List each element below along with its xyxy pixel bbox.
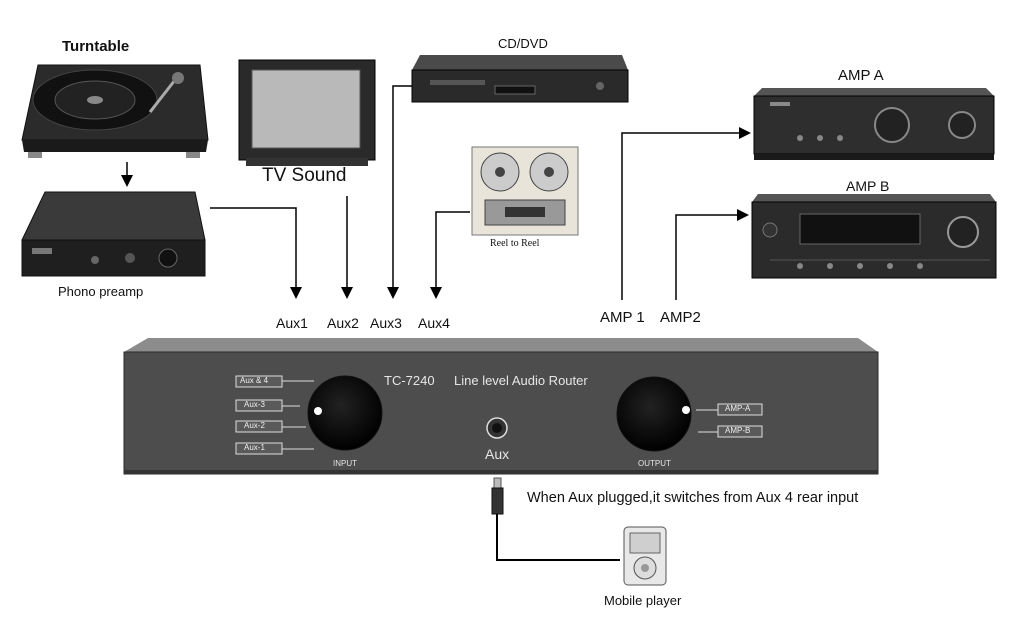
input-tag-aux-and-4: Aux & 4 xyxy=(240,376,269,385)
tv-sound-label: TV Sound xyxy=(262,165,347,186)
amp-b-image xyxy=(751,194,997,279)
aux1-label: Aux1 xyxy=(276,315,308,331)
aux2-label: Aux2 xyxy=(327,315,359,331)
input-position-tags xyxy=(235,375,314,455)
tv-image xyxy=(238,59,376,166)
aux3-label: Aux3 xyxy=(370,315,402,331)
mobile-player-label: Mobile player xyxy=(604,593,682,608)
cd-dvd-label: CD/DVD xyxy=(498,36,548,51)
amp-b-label: AMP B xyxy=(846,178,890,194)
phono-preamp-label: Phono preamp xyxy=(58,284,144,299)
output-tag-amp-a: AMP-A xyxy=(725,404,751,413)
input-tag-aux-1: Aux-1 xyxy=(244,443,265,452)
amp2-label: AMP2 xyxy=(660,309,701,326)
output-selector-knob[interactable] xyxy=(616,376,692,452)
aux-cable xyxy=(491,477,620,561)
router-description: Line level Audio Router xyxy=(454,373,588,388)
input-tag-aux-2: Aux-2 xyxy=(244,421,265,430)
aux-jack-label: Aux xyxy=(485,446,510,462)
reel-to-reel-image xyxy=(471,146,579,236)
input-selector-knob[interactable] xyxy=(307,375,383,451)
turntable-image xyxy=(21,64,209,158)
turntable-label: Turntable xyxy=(62,38,130,55)
cd-dvd-image xyxy=(411,55,629,103)
router-model: TC-7240 xyxy=(384,373,435,388)
output-tag-amp-b: AMP-B xyxy=(725,426,751,435)
input-knob-label: INPUT xyxy=(333,459,357,468)
input-tag-aux-3: Aux-3 xyxy=(244,400,265,409)
reel-to-reel-label: Reel to Reel xyxy=(490,238,540,249)
aux-switch-note: When Aux plugged,it switches from Aux 4 … xyxy=(527,490,859,506)
output-knob-label: OUTPUT xyxy=(638,459,671,468)
amp-a-image xyxy=(753,88,995,160)
output-position-tags xyxy=(696,403,763,438)
amp1-label: AMP 1 xyxy=(600,309,645,326)
aux-jack[interactable] xyxy=(486,417,508,439)
amp-a-label: AMP A xyxy=(838,67,884,84)
aux4-label: Aux4 xyxy=(418,315,450,331)
mobile-player-image xyxy=(623,526,667,586)
phono-preamp-image xyxy=(21,191,206,277)
